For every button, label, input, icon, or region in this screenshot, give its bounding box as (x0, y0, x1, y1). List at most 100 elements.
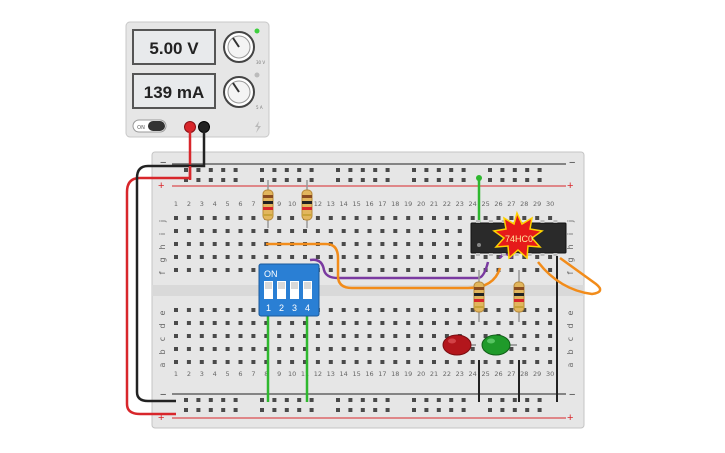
hole-b11[interactable] (303, 347, 307, 351)
hole-d16[interactable] (367, 321, 372, 325)
hole-f28[interactable] (522, 268, 527, 272)
top-minus-rail-hole[interactable] (348, 168, 353, 172)
hole-g7[interactable] (251, 255, 256, 259)
hole-b7[interactable] (251, 347, 256, 351)
hole-e20[interactable] (419, 308, 424, 312)
hole-e25[interactable] (483, 308, 488, 312)
top-plus-rail-hole[interactable] (360, 178, 365, 182)
bottom-minus-rail-hole[interactable] (184, 398, 188, 402)
hole-c29[interactable] (535, 334, 540, 338)
top-minus-rail-hole[interactable] (284, 168, 289, 172)
hole-j3[interactable] (199, 216, 204, 220)
hole-c7[interactable] (251, 334, 256, 338)
hole-a6[interactable] (238, 360, 243, 364)
top-plus-rail-hole[interactable] (424, 178, 429, 182)
bottom-minus-rail-hole[interactable] (537, 398, 542, 402)
top-plus-rail-hole[interactable] (537, 178, 542, 182)
hole-c17[interactable] (380, 334, 385, 338)
hole-g29[interactable] (535, 255, 540, 259)
hole-a12[interactable] (315, 360, 320, 364)
top-minus-rail-hole[interactable] (336, 168, 340, 172)
hole-e28[interactable] (522, 308, 527, 312)
bottom-plus-rail-hole[interactable] (360, 408, 365, 412)
hole-c14[interactable] (341, 334, 346, 338)
hole-h17[interactable] (380, 242, 385, 246)
hole-b19[interactable] (406, 347, 411, 351)
hole-f2[interactable] (186, 268, 191, 272)
hole-j12[interactable] (315, 216, 320, 220)
hole-i6[interactable] (238, 229, 243, 233)
hole-j9[interactable] (277, 216, 282, 220)
bottom-minus-rail-hole[interactable] (500, 398, 505, 402)
hole-i14[interactable] (341, 229, 346, 233)
hole-g3[interactable] (199, 255, 204, 259)
hole-c4[interactable] (212, 334, 217, 338)
hole-c21[interactable] (432, 334, 436, 338)
hole-h1[interactable] (174, 242, 178, 246)
hole-c19[interactable] (406, 334, 411, 338)
bottom-minus-rail-hole[interactable] (297, 398, 302, 402)
bottom-plus-rail-hole[interactable] (461, 408, 466, 412)
hole-c20[interactable] (419, 334, 424, 338)
bottom-minus-rail-hole[interactable] (208, 398, 213, 402)
hole-j19[interactable] (406, 216, 411, 220)
hole-b6[interactable] (238, 347, 243, 351)
hole-a16[interactable] (367, 360, 372, 364)
top-minus-rail-hole[interactable] (233, 168, 238, 172)
hole-f1[interactable] (174, 268, 178, 272)
hole-j7[interactable] (251, 216, 256, 220)
top-plus-rail-hole[interactable] (348, 178, 353, 182)
hole-a28[interactable] (522, 360, 527, 364)
hole-j18[interactable] (393, 216, 398, 220)
top-plus-rail-hole[interactable] (385, 178, 390, 182)
hole-d1[interactable] (174, 321, 178, 325)
top-minus-rail-hole[interactable] (525, 168, 530, 172)
hole-a14[interactable] (341, 360, 346, 364)
top-plus-rail-hole[interactable] (272, 178, 277, 182)
hole-b16[interactable] (367, 347, 372, 351)
hole-j27[interactable] (509, 216, 514, 220)
hole-j10[interactable] (290, 216, 295, 220)
bottom-plus-rail-hole[interactable] (260, 408, 264, 412)
hole-f4[interactable] (212, 268, 217, 272)
hole-g17[interactable] (380, 255, 385, 259)
hole-f23[interactable] (457, 268, 462, 272)
top-minus-rail-hole[interactable] (184, 168, 188, 172)
hole-j29[interactable] (535, 216, 540, 220)
top-plus-rail-hole[interactable] (525, 178, 530, 182)
hole-f5[interactable] (225, 268, 230, 272)
hole-e21[interactable] (432, 308, 436, 312)
hole-d27[interactable] (509, 321, 514, 325)
bottom-minus-rail-hole[interactable] (373, 398, 378, 402)
bottom-minus-rail-hole[interactable] (412, 398, 416, 402)
hole-g1[interactable] (174, 255, 178, 259)
hole-d4[interactable] (212, 321, 217, 325)
hole-j24[interactable] (470, 216, 475, 220)
hole-e29[interactable] (535, 308, 540, 312)
bottom-minus-rail-hole[interactable] (449, 398, 454, 402)
hole-g8[interactable] (264, 255, 269, 259)
hole-e17[interactable] (380, 308, 385, 312)
bottom-plus-rail-hole[interactable] (336, 408, 340, 412)
top-plus-rail-hole[interactable] (449, 178, 454, 182)
top-minus-rail-hole[interactable] (309, 168, 314, 172)
hole-a24[interactable] (470, 360, 475, 364)
hole-e16[interactable] (367, 308, 372, 312)
hole-d20[interactable] (419, 321, 424, 325)
hole-c10[interactable] (290, 334, 295, 338)
hole-e23[interactable] (457, 308, 462, 312)
hole-i3[interactable] (199, 229, 204, 233)
hole-a17[interactable] (380, 360, 385, 364)
hole-g11[interactable] (303, 255, 307, 259)
hole-f27[interactable] (509, 268, 514, 272)
hole-c15[interactable] (354, 334, 359, 338)
hole-b18[interactable] (393, 347, 398, 351)
top-minus-rail-hole[interactable] (461, 168, 466, 172)
hole-g5[interactable] (225, 255, 230, 259)
hole-a13[interactable] (328, 360, 333, 364)
hole-b30[interactable] (548, 347, 553, 351)
hole-g25[interactable] (483, 255, 488, 259)
hole-b12[interactable] (315, 347, 320, 351)
hole-c22[interactable] (444, 334, 449, 338)
